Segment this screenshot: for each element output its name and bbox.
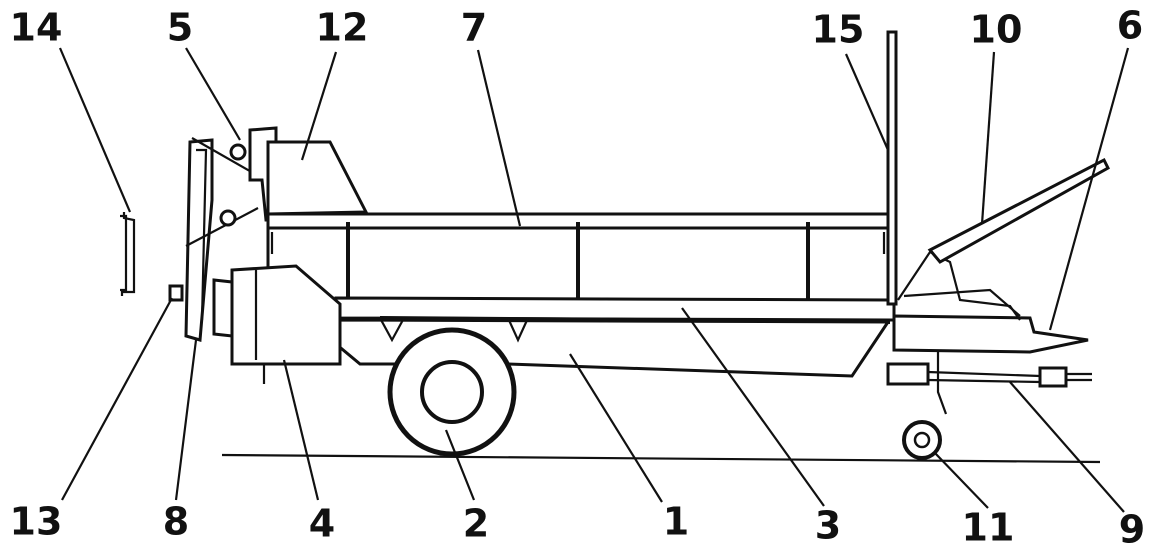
label-12: 12 [316,6,369,50]
rear-housing-part [230,264,342,366]
rear-knob-part [168,284,184,302]
floor-conveyor-part [334,296,896,324]
label-3: 3 [815,504,841,548]
leader-4 [282,359,320,501]
leader-12 [300,51,338,161]
axle-brackets [379,317,530,343]
side-shield-part [120,212,136,296]
label-4: 4 [309,502,335,546]
label-13: 13 [10,500,63,544]
wheel-part [387,327,517,457]
leader-8 [174,339,198,501]
label-11: 11 [962,506,1015,550]
leader-2 [444,429,476,501]
leader-15 [844,53,890,151]
rear-beater-assembly [184,126,278,342]
front-hitch-assembly [892,157,1110,354]
leader-10 [980,51,996,225]
label-5: 5 [167,6,193,50]
leader-11 [933,451,989,509]
label-8: 8 [163,500,189,544]
jack-wheel-part [902,352,948,460]
label-10: 10 [970,8,1023,52]
leader-13 [61,297,173,501]
hopper-box-part [266,212,896,304]
label-1: 1 [663,500,689,544]
leader-5 [185,47,241,141]
label-14: 14 [10,6,63,50]
part-number-labels: 14 5 12 7 15 10 6 13 8 4 2 1 3 11 9 [10,4,1146,552]
vertical-rod-part [886,30,898,306]
label-9: 9 [1119,508,1145,552]
leader-lines [58,47,1130,513]
leader-7 [476,49,522,227]
ground-line [221,453,1101,464]
label-15: 15 [812,8,865,52]
label-2: 2 [463,502,489,546]
leader-6 [1048,47,1130,331]
leader-1 [569,353,663,503]
leader-3 [681,307,825,507]
leader-14 [58,47,132,213]
drive-shaft-part [886,362,1092,388]
gearbox-cover-part [266,140,369,216]
label-7: 7 [461,6,487,50]
label-6: 6 [1117,4,1143,48]
leader-9 [1009,381,1125,513]
